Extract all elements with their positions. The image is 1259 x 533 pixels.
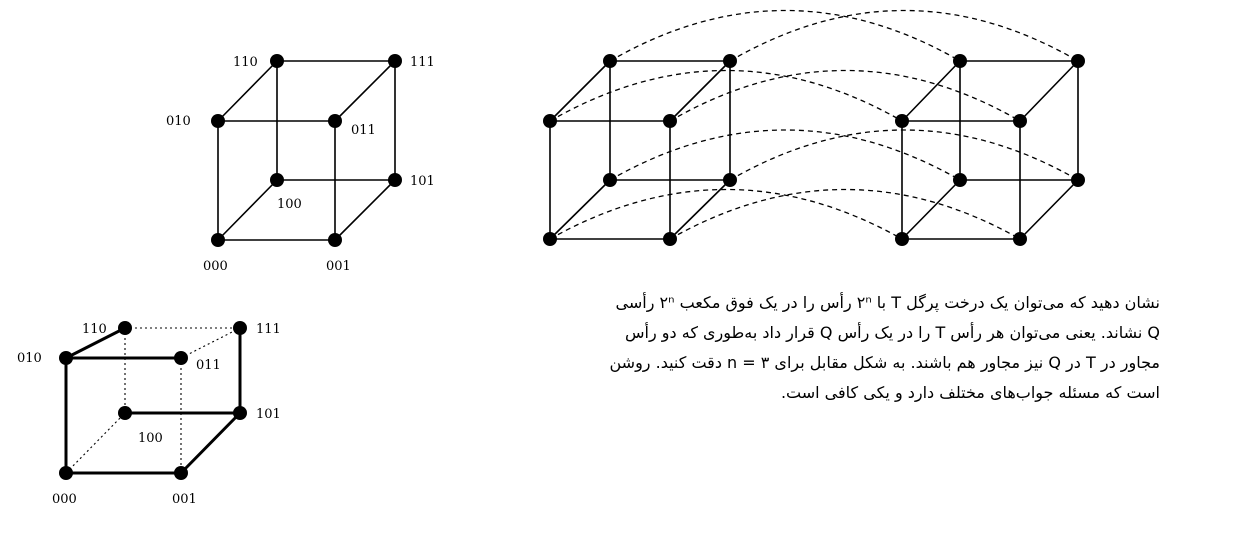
cube3-vertex-011	[174, 351, 188, 365]
cube3-vertex-100	[118, 406, 132, 420]
cube3-label-100: 100	[138, 431, 163, 446]
cube1-vertex-100	[270, 173, 284, 187]
hypercube-cube-a	[549, 60, 731, 240]
cube3-label-101: 101	[256, 407, 281, 422]
cube1-label-000: 000	[203, 259, 228, 274]
hypercube-dashed-links	[549, 9, 1079, 240]
cube3-dotted-edges	[65, 327, 241, 474]
problem-line-2: Q نشاند. یعنی می‌توان هر رأس T را در یک …	[625, 323, 1160, 342]
hypercube-cube-b	[901, 60, 1079, 240]
cube3-vertex-110	[118, 321, 132, 335]
cube3-label-001: 001	[172, 492, 197, 507]
cube1-vertices	[211, 54, 402, 247]
cube3-label-000: 000	[52, 492, 77, 507]
cube1-vertex-010	[211, 114, 225, 128]
cube1-vertex-110	[270, 54, 284, 68]
cube1-vertex-000	[211, 233, 225, 247]
cube3-vertex-001	[174, 466, 188, 480]
cube3-label-111: 111	[256, 322, 281, 337]
cube1-label-111: 111	[410, 55, 435, 70]
problem-line-3: مجاور در T در Q نیز مجاور هم باشند. به ش…	[609, 353, 1160, 372]
cube1-label-010: 010	[166, 114, 191, 129]
cube3-tree-edges	[64, 326, 242, 475]
cube-top-left	[217, 60, 396, 241]
cube1-edges	[217, 60, 396, 241]
cube3-label-011: 011	[196, 358, 221, 373]
cube1-label-001: 001	[326, 259, 351, 274]
problem-line-4: است که مسئله جواب‌های مختلف دارد و یکی ک…	[780, 383, 1160, 402]
hypercube-vertices	[543, 54, 1085, 246]
problem-line-1: نشان دهید که می‌توان یک درخت پرگل T با ۲…	[615, 293, 1160, 312]
problem-statement: نشان دهید که می‌توان یک درخت پرگل T با ۲…	[322, 288, 1160, 408]
cube1-vertex-101	[388, 173, 402, 187]
cube1-label-101: 101	[410, 174, 435, 189]
cube3-vertex-010	[59, 351, 73, 365]
cube1-vertex-011	[328, 114, 342, 128]
cube-bottom-left	[59, 321, 247, 480]
cube1-label-100: 100	[277, 197, 302, 212]
cube1-vertex-001	[328, 233, 342, 247]
cube3-label-110: 110	[82, 322, 107, 337]
cube3-vertices	[59, 321, 247, 480]
cube3-label-010: 010	[17, 351, 42, 366]
cube1-vertex-111	[388, 54, 402, 68]
cube1-label-011: 011	[351, 123, 376, 138]
cube1-label-110: 110	[233, 55, 258, 70]
cube3-vertex-111	[233, 321, 247, 335]
hypercube-figure	[543, 9, 1085, 246]
cube3-vertex-000	[59, 466, 73, 480]
cube3-vertex-101	[233, 406, 247, 420]
